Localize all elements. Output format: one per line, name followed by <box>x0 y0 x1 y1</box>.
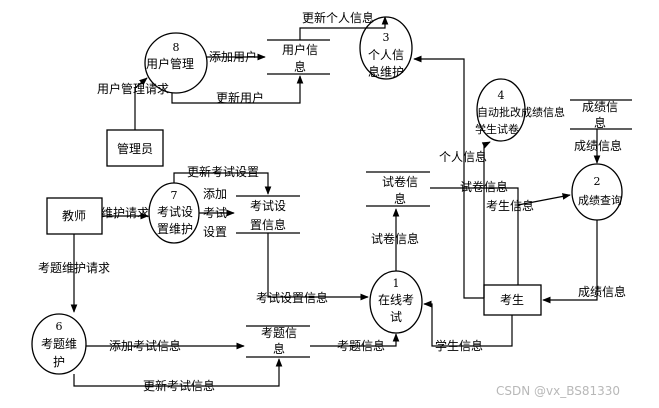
flow-update-user <box>171 75 304 104</box>
process-label: 自动批改成绩信息 <box>477 105 565 119</box>
label-user-mgmt-request: 用户管理请求 <box>97 81 169 96</box>
label-paper-info-2: 试卷信息 <box>371 231 419 246</box>
flow-to-auto-grading <box>481 141 491 298</box>
store-label: 用户信 <box>282 42 318 57</box>
process-label: 护 <box>53 355 65 369</box>
label-add-exam-settings-2: 考试 <box>203 205 227 220</box>
process-exam-settings-maintenance: 7 考试设 置维护 <box>148 182 200 244</box>
process-label: 成绩查询 <box>578 193 622 207</box>
flow-exam-settings-info <box>267 233 369 301</box>
flow-question-info <box>310 333 400 347</box>
store-label: 考试设 <box>250 198 286 213</box>
entity-label: 管理员 <box>117 141 153 156</box>
process-number: 7 <box>171 189 178 202</box>
process-user-management: 8 用户管理 <box>144 32 208 94</box>
process-number: 1 <box>393 277 400 290</box>
process-online-exam: 1 在线考 试 <box>369 270 423 334</box>
flow-grade-info-2 <box>542 220 598 304</box>
process-personal-info-maintenance: 3 个人信 息维护 <box>359 16 413 80</box>
label-add-exam-settings-3: 设置 <box>203 225 227 239</box>
label-update-user: 更新用户 <box>216 90 264 105</box>
process-auto-grading: 4 自动批改成绩信息 学生试卷 <box>475 78 565 142</box>
label-paper-info-1: 试卷信息 <box>460 179 508 194</box>
process-number: 4 <box>498 89 505 102</box>
label-student-info-1: 考生信息 <box>486 198 534 213</box>
entity-student: 考生 <box>483 284 542 316</box>
label-add-exam-info: 添加考试信息 <box>109 338 181 353</box>
store-paper-info: 试卷信 息 <box>366 171 430 207</box>
flow-paper-info-1 <box>430 187 519 285</box>
store-label: 息 <box>273 341 285 356</box>
store-label: 息 <box>294 59 306 74</box>
flow-student-info-2 <box>423 300 513 347</box>
watermark: CSDN @vx_BS81330 <box>496 384 620 398</box>
store-exam-settings-info: 考试设 置信息 <box>236 195 300 234</box>
flow-update-exam-info <box>73 358 283 387</box>
process-number: 3 <box>383 31 390 44</box>
process-label: 个人信 <box>368 48 404 62</box>
label-grade-info-1: 成绩信息 <box>574 138 622 153</box>
label-update-personal-info: 更新个人信息 <box>302 10 374 25</box>
label-question-request: 考题维护请求 <box>38 261 110 275</box>
process-label: 用户管理 <box>146 56 194 71</box>
label-update-exam-settings: 更新考试设置 <box>187 164 259 179</box>
process-number: 6 <box>56 320 63 333</box>
process-label: 在线考 <box>378 293 414 307</box>
process-label: 试 <box>390 309 402 324</box>
entity-label: 考生 <box>500 293 524 307</box>
store-label: 置信息 <box>250 217 286 232</box>
process-label: 学生试卷 <box>475 122 519 136</box>
process-label: 置维护 <box>157 222 193 236</box>
label-maintain-request: 维护请求 <box>101 206 149 220</box>
label-add-exam-settings-1: 添加 <box>203 187 227 201</box>
label-grade-info-2: 成绩信息 <box>578 284 626 299</box>
store-label: 息 <box>594 115 606 130</box>
entity-teacher: 教师 <box>46 197 103 235</box>
label-question-info: 考题信息 <box>337 338 385 353</box>
store-question-info: 考题信 息 <box>246 325 310 358</box>
label-student-info-2: 学生信息 <box>435 338 483 353</box>
process-number: 2 <box>594 175 601 188</box>
store-label: 考题信 <box>261 326 297 340</box>
process-label: 考题维 <box>41 337 77 351</box>
process-question-maintenance: 6 考题维 护 <box>31 313 87 375</box>
store-label: 成绩信 <box>582 100 618 114</box>
label-update-exam-info: 更新考试信息 <box>143 378 215 393</box>
process-label: 息维护 <box>368 64 404 79</box>
flow-personal-info <box>413 55 484 299</box>
flow-user-mgmt-request <box>134 77 148 130</box>
label-exam-settings-info: 考试设置信息 <box>256 290 328 305</box>
flow-update-personal-info <box>299 16 389 40</box>
flow-student-info-1 <box>517 193 571 206</box>
process-number: 8 <box>173 41 180 54</box>
process-grade-query: 2 成绩查询 <box>571 163 623 221</box>
store-user-info: 用户信 息 <box>267 39 330 75</box>
flow-update-exam-settings <box>173 172 272 195</box>
store-label: 试卷信 <box>382 174 418 189</box>
process-label: 考试设 <box>157 204 193 219</box>
store-label: 息 <box>394 191 406 206</box>
entity-admin: 管理员 <box>106 129 164 167</box>
entity-label: 教师 <box>62 208 86 223</box>
store-grade-info: 成绩信 息 <box>570 99 632 130</box>
label-add-user: 添加用户 <box>209 49 257 64</box>
label-personal-info: 个人信息 <box>439 149 487 164</box>
